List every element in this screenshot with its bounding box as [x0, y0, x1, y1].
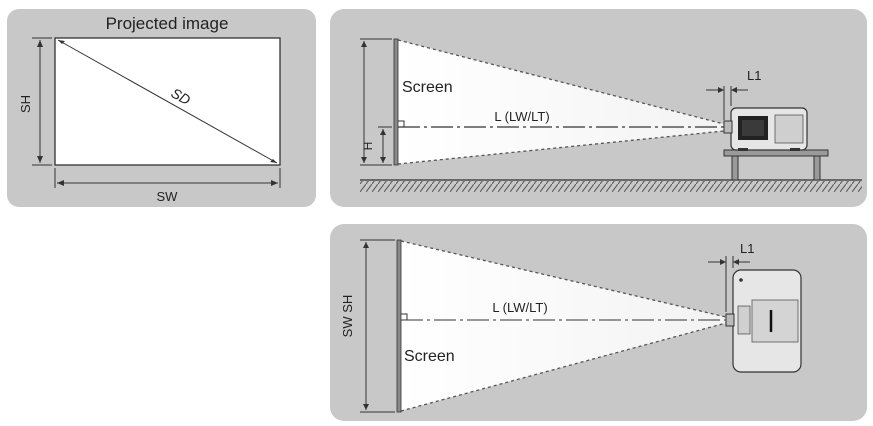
sw-label: SW	[157, 189, 179, 204]
top-size-label: SW SH	[340, 295, 355, 338]
screen-diagonal	[57, 39, 278, 164]
projector-top	[725, 269, 802, 373]
sh-label: SH	[18, 95, 33, 113]
top-projection-beam	[401, 241, 726, 411]
projector-side	[723, 107, 808, 151]
projected-image-panel: Projected image SD SH SW	[7, 9, 316, 207]
floor-hatch	[360, 181, 862, 192]
h-label: H	[361, 142, 375, 151]
top-screen	[396, 239, 402, 413]
side-view-panel: H L (LW/LT) Screen	[330, 9, 867, 207]
side-projection-beam	[398, 40, 724, 164]
top-l1-label: L1	[740, 241, 754, 256]
side-screen-label: Screen	[402, 79, 453, 96]
side-screen	[393, 38, 399, 166]
top-screen-label: Screen	[404, 348, 455, 365]
side-distance-label: L (LW/LT)	[494, 109, 549, 124]
side-l1-label: L1	[747, 68, 761, 83]
projected-image-title: Projected image	[106, 14, 229, 33]
top-distance-label: L (LW/LT)	[492, 300, 547, 315]
top-view-panel: SW SH L (LW/LT) Screen L1	[330, 224, 867, 421]
